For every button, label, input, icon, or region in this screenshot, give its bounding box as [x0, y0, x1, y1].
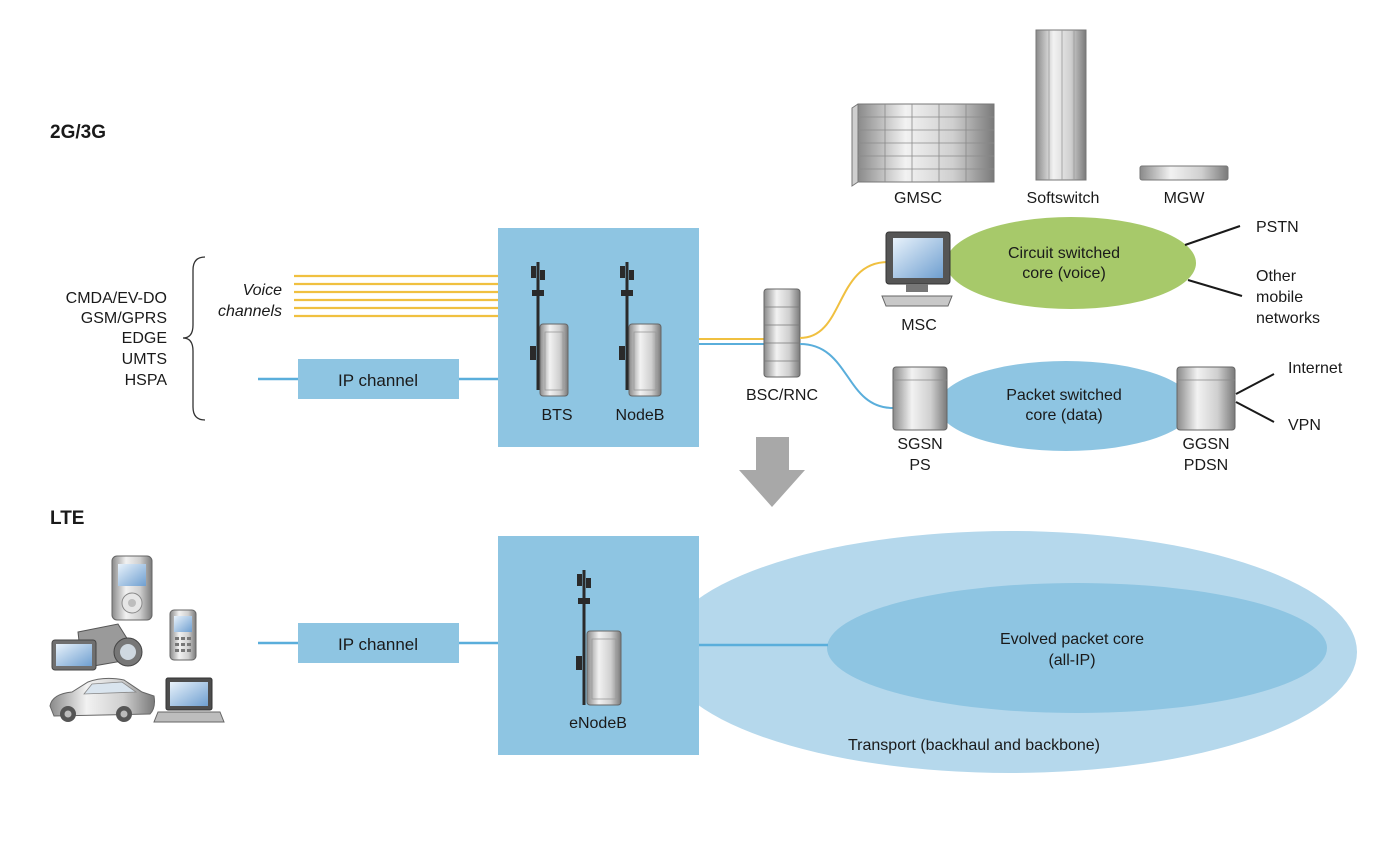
mgw-label: MGW — [1164, 190, 1206, 207]
base-station-box — [498, 228, 699, 447]
other-mobile-link — [1187, 279, 1243, 297]
ggsn-server-icon — [1176, 366, 1236, 431]
ip-channel-top-box — [298, 359, 459, 399]
enodeb-tower-icon — [576, 570, 622, 706]
softswitch-label: Softswitch — [1027, 190, 1100, 207]
voice-label-2: channels — [218, 303, 282, 320]
circuit-core-label-2: core (voice) — [1022, 265, 1106, 282]
packet-core-label-1: Packet switched — [1006, 387, 1122, 404]
section-lte-title: LTE — [50, 508, 84, 529]
other-mobile-label-2: mobile — [1256, 289, 1303, 306]
packet-core-ellipse — [938, 361, 1194, 451]
ip-channel-bottom-label: IP channel — [338, 635, 418, 654]
media-player-icon — [111, 555, 153, 621]
pstn-link — [1184, 225, 1241, 246]
bsc-rnc-label: BSC/RNC — [746, 387, 818, 404]
other-mobile-label-3: networks — [1256, 310, 1320, 327]
mobile-phone-icon — [169, 609, 197, 661]
vpn-link — [1235, 401, 1275, 423]
tech-umts: UMTS — [122, 351, 167, 368]
voice-channel-lines — [294, 274, 498, 318]
transport-label: Transport (backhaul and backbone) — [848, 737, 1100, 754]
vpn-label: VPN — [1288, 417, 1321, 434]
sgsn-label-1: SGSN — [897, 436, 942, 453]
packet-core-label-2: core (data) — [1025, 407, 1102, 424]
sgsn-server-icon — [892, 366, 948, 431]
tech-hspa: HSPA — [125, 372, 168, 389]
car-icon — [49, 677, 155, 722]
tech-edge: EDGE — [122, 330, 167, 347]
pstn-label: PSTN — [1256, 219, 1299, 236]
sgsn-label-2: PS — [909, 457, 930, 474]
tech-brace — [182, 256, 206, 421]
bts-label: BTS — [541, 407, 572, 424]
circuit-core-label-1: Circuit switched — [1008, 245, 1120, 262]
softswitch-icon — [1035, 29, 1087, 181]
gmsc-rack-icon — [851, 103, 995, 187]
tech-cdma: CMDA/EV-DO — [66, 290, 167, 307]
circuit-core-ellipse — [946, 217, 1196, 309]
ip-channel-bottom-box — [298, 623, 459, 663]
evolution-arrow-icon — [739, 437, 805, 507]
bts-tower-icon — [530, 262, 569, 397]
section-2g3g-title: 2G/3G — [50, 122, 106, 143]
msc-computer-icon — [881, 231, 953, 307]
voice-label-1: Voice — [243, 282, 283, 299]
ip-channel-top-label: IP channel — [338, 371, 418, 390]
msc-label: MSC — [901, 317, 937, 334]
enodeb-label: eNodeB — [569, 715, 627, 732]
evolved-core-label-2: (all-IP) — [1048, 652, 1095, 669]
bsc-to-sgsn-link — [799, 343, 894, 409]
internet-link — [1235, 373, 1275, 395]
box-to-bsc-links — [699, 338, 764, 345]
evolved-core-label-1: Evolved packet core — [1000, 631, 1144, 648]
technology-list: CMDA/EV-DO GSM/GPRS EDGE UMTS HSPA — [66, 290, 168, 389]
bsc-to-msc-link — [799, 261, 889, 339]
mgw-icon — [1139, 165, 1229, 181]
video-camera-icon — [51, 623, 143, 671]
evolved-core-ellipse — [827, 583, 1327, 713]
ggsn-label-1: GGSN — [1182, 436, 1229, 453]
ggsn-label-2: PDSN — [1184, 457, 1228, 474]
gmsc-label: GMSC — [894, 190, 942, 207]
other-mobile-label-1: Other — [1256, 268, 1297, 285]
internet-label: Internet — [1288, 360, 1343, 377]
bsc-rnc-server-icon — [763, 288, 801, 378]
nodeb-tower-icon — [619, 262, 662, 397]
tech-gsm: GSM/GPRS — [81, 310, 167, 327]
nodeb-label: NodeB — [616, 407, 665, 424]
laptop-icon — [153, 677, 225, 723]
